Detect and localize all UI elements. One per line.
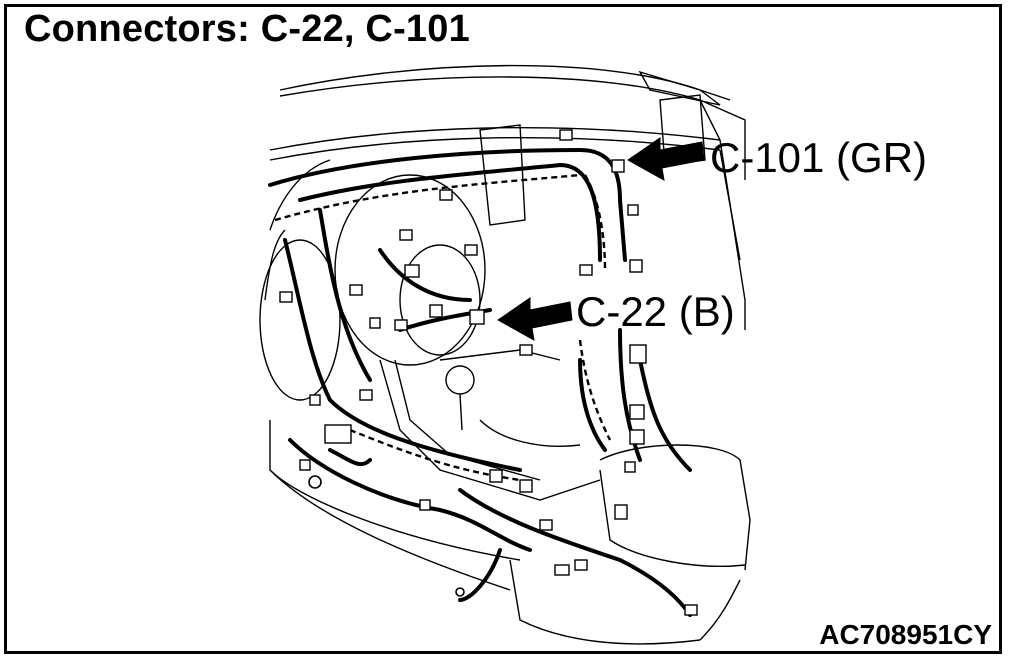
- callout-c22-label: C-22 (B): [576, 288, 735, 335]
- c101-arrow: [627, 137, 705, 181]
- figure-frame: [4, 4, 1002, 654]
- harness-connectors: [279, 129, 698, 616]
- callout-arrows: [497, 137, 705, 341]
- wiring-harness: [268, 147, 692, 617]
- figure-title: Connectors: C-22, C-101: [24, 8, 470, 50]
- figure-code: AC708951CY: [819, 619, 992, 650]
- callout-c101-label: C-101 (GR): [710, 134, 928, 181]
- c22-arrow: [497, 297, 573, 341]
